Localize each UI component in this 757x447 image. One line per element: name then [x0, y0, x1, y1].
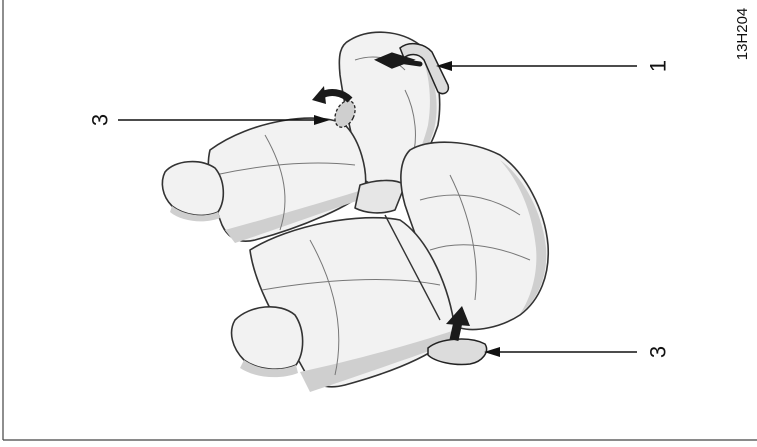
figure-id-label: 13H204	[734, 8, 751, 61]
callout-1: 1	[646, 60, 671, 72]
callout-3-upper: 3	[88, 114, 113, 126]
recliner-lever-lower	[428, 339, 487, 364]
callout-3-lower: 3	[646, 346, 671, 358]
curved-arrow-upper-head-icon	[312, 86, 326, 104]
